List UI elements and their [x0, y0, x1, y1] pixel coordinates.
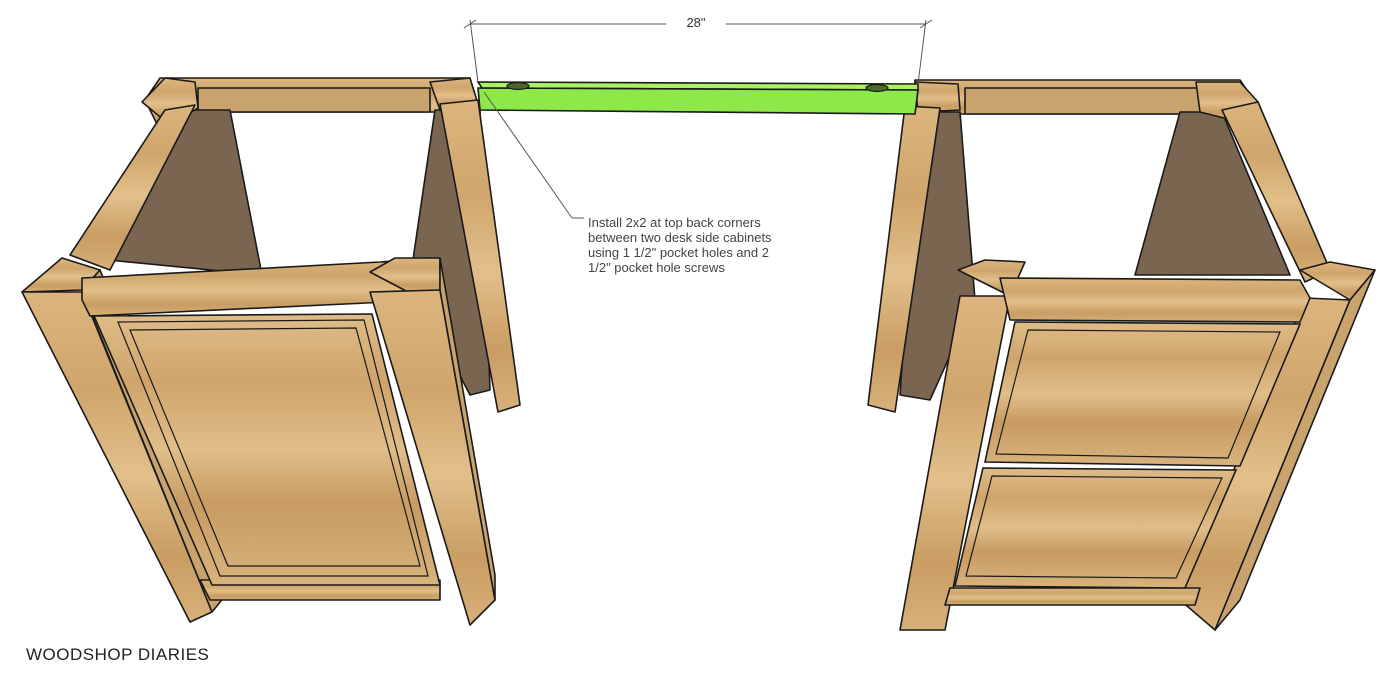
dimension-label: 28" — [666, 15, 726, 30]
callout-text: Install 2x2 at top back corners between … — [588, 215, 772, 275]
left-cabinet-door — [92, 313, 442, 586]
right-cabinet — [867, 79, 1376, 631]
pocket-hole-right — [865, 83, 889, 93]
left-cabinet — [21, 77, 521, 626]
pocket-hole-left — [506, 81, 530, 91]
brand-watermark: WOODSHOP DIARIES — [26, 645, 210, 664]
right-cabinet-drawer-top — [984, 321, 1302, 467]
2x2-stretcher — [476, 81, 919, 115]
right-cabinet-drawer-bottom — [953, 467, 1238, 589]
callout-leader — [483, 91, 584, 219]
